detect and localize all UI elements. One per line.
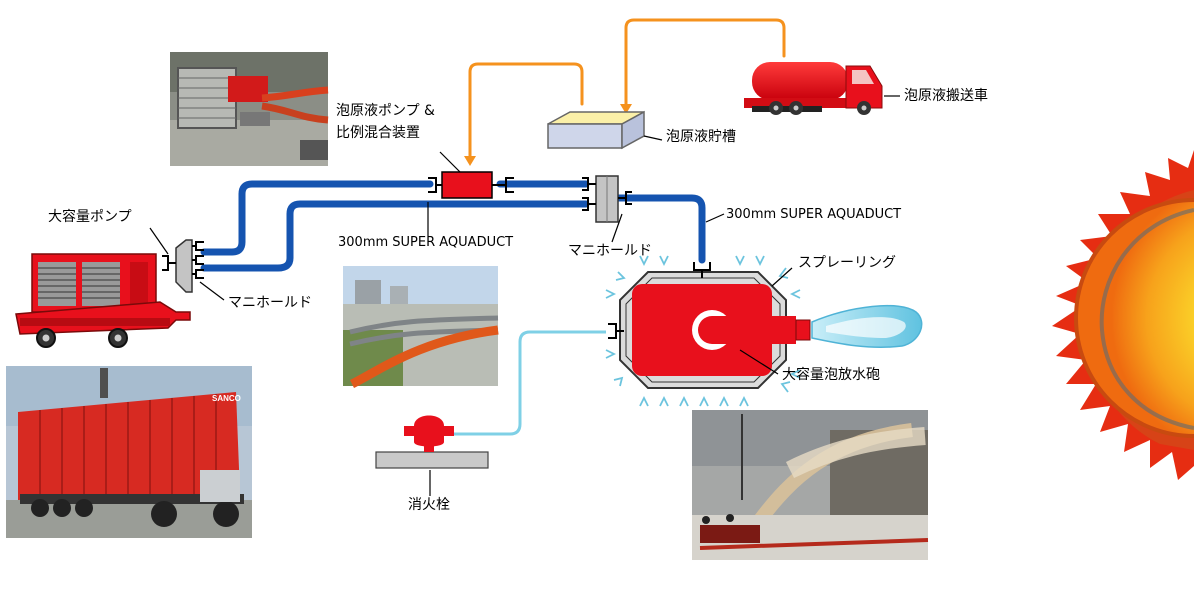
label-foam-pump-line1: 泡原液ポンプ & <box>336 103 435 119</box>
foam-cannon-icon <box>692 310 811 350</box>
foam-arrow-to-proportioner-icon <box>464 156 476 166</box>
label-foam-pump-line2: 比例混合装置 <box>336 125 420 141</box>
label-foam-tank: 泡原液貯槽 <box>666 129 736 145</box>
label-hose-left: 300mm SUPER AQUADUCT <box>338 235 514 250</box>
super-aquaduct-hoses <box>200 180 706 272</box>
foam-concentrate-lines <box>468 18 786 160</box>
foam-truck-icon <box>744 62 883 115</box>
label-manifold-left: マニホールド <box>228 295 312 311</box>
label-large-pump: 大容量ポンプ <box>48 209 132 225</box>
leader-lines <box>149 95 900 496</box>
hydrant-water-line <box>446 330 606 436</box>
foam-arrow-to-tank-icon <box>620 104 632 114</box>
label-spray-ring: スプレーリング <box>798 255 896 271</box>
foam-tank-icon <box>547 110 645 150</box>
trailer-brand-text: SANCO <box>212 394 241 403</box>
photo-trailer: SANCO <box>6 366 252 538</box>
photo-hose-line <box>343 266 499 389</box>
photo-pump-field <box>170 52 329 166</box>
label-cannon: 大容量泡放水砲 <box>782 367 880 383</box>
sun-fire-icon <box>1052 150 1194 480</box>
label-hose-right: 300mm SUPER AQUADUCT <box>726 207 902 222</box>
large-capacity-pump-icon <box>15 253 191 348</box>
water-jet-icon <box>811 304 923 349</box>
foam-proportioner-icon <box>428 171 514 199</box>
spray-arrows <box>605 255 801 407</box>
label-hydrant: 消火栓 <box>408 497 450 513</box>
manifold-mid-icon <box>582 175 632 223</box>
manifold-left-icon <box>162 239 204 293</box>
label-foam-truck: 泡原液搬送車 <box>904 88 988 104</box>
photo-foam-discharge <box>692 410 929 560</box>
fire-hydrant-icon <box>375 415 489 469</box>
label-manifold-mid: マニホールド <box>568 243 652 259</box>
